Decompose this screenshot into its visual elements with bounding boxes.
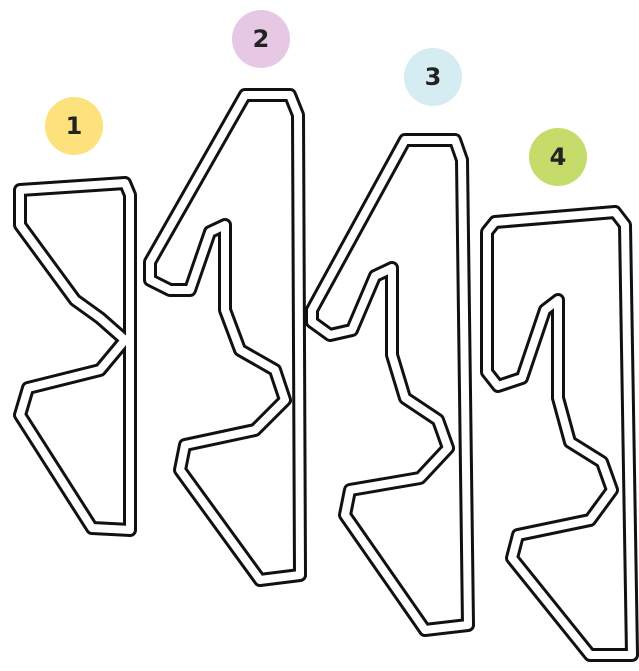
track-shape-3 xyxy=(312,140,468,630)
number-badge-1: 1 xyxy=(45,97,103,155)
track-shape-4 xyxy=(487,212,632,655)
track-shape-1 xyxy=(20,183,130,530)
number-badge-4: 4 xyxy=(529,128,587,186)
number-badge-3: 3 xyxy=(404,48,462,106)
number-badge-2: 2 xyxy=(232,10,290,68)
track-shape-2 xyxy=(150,95,300,580)
